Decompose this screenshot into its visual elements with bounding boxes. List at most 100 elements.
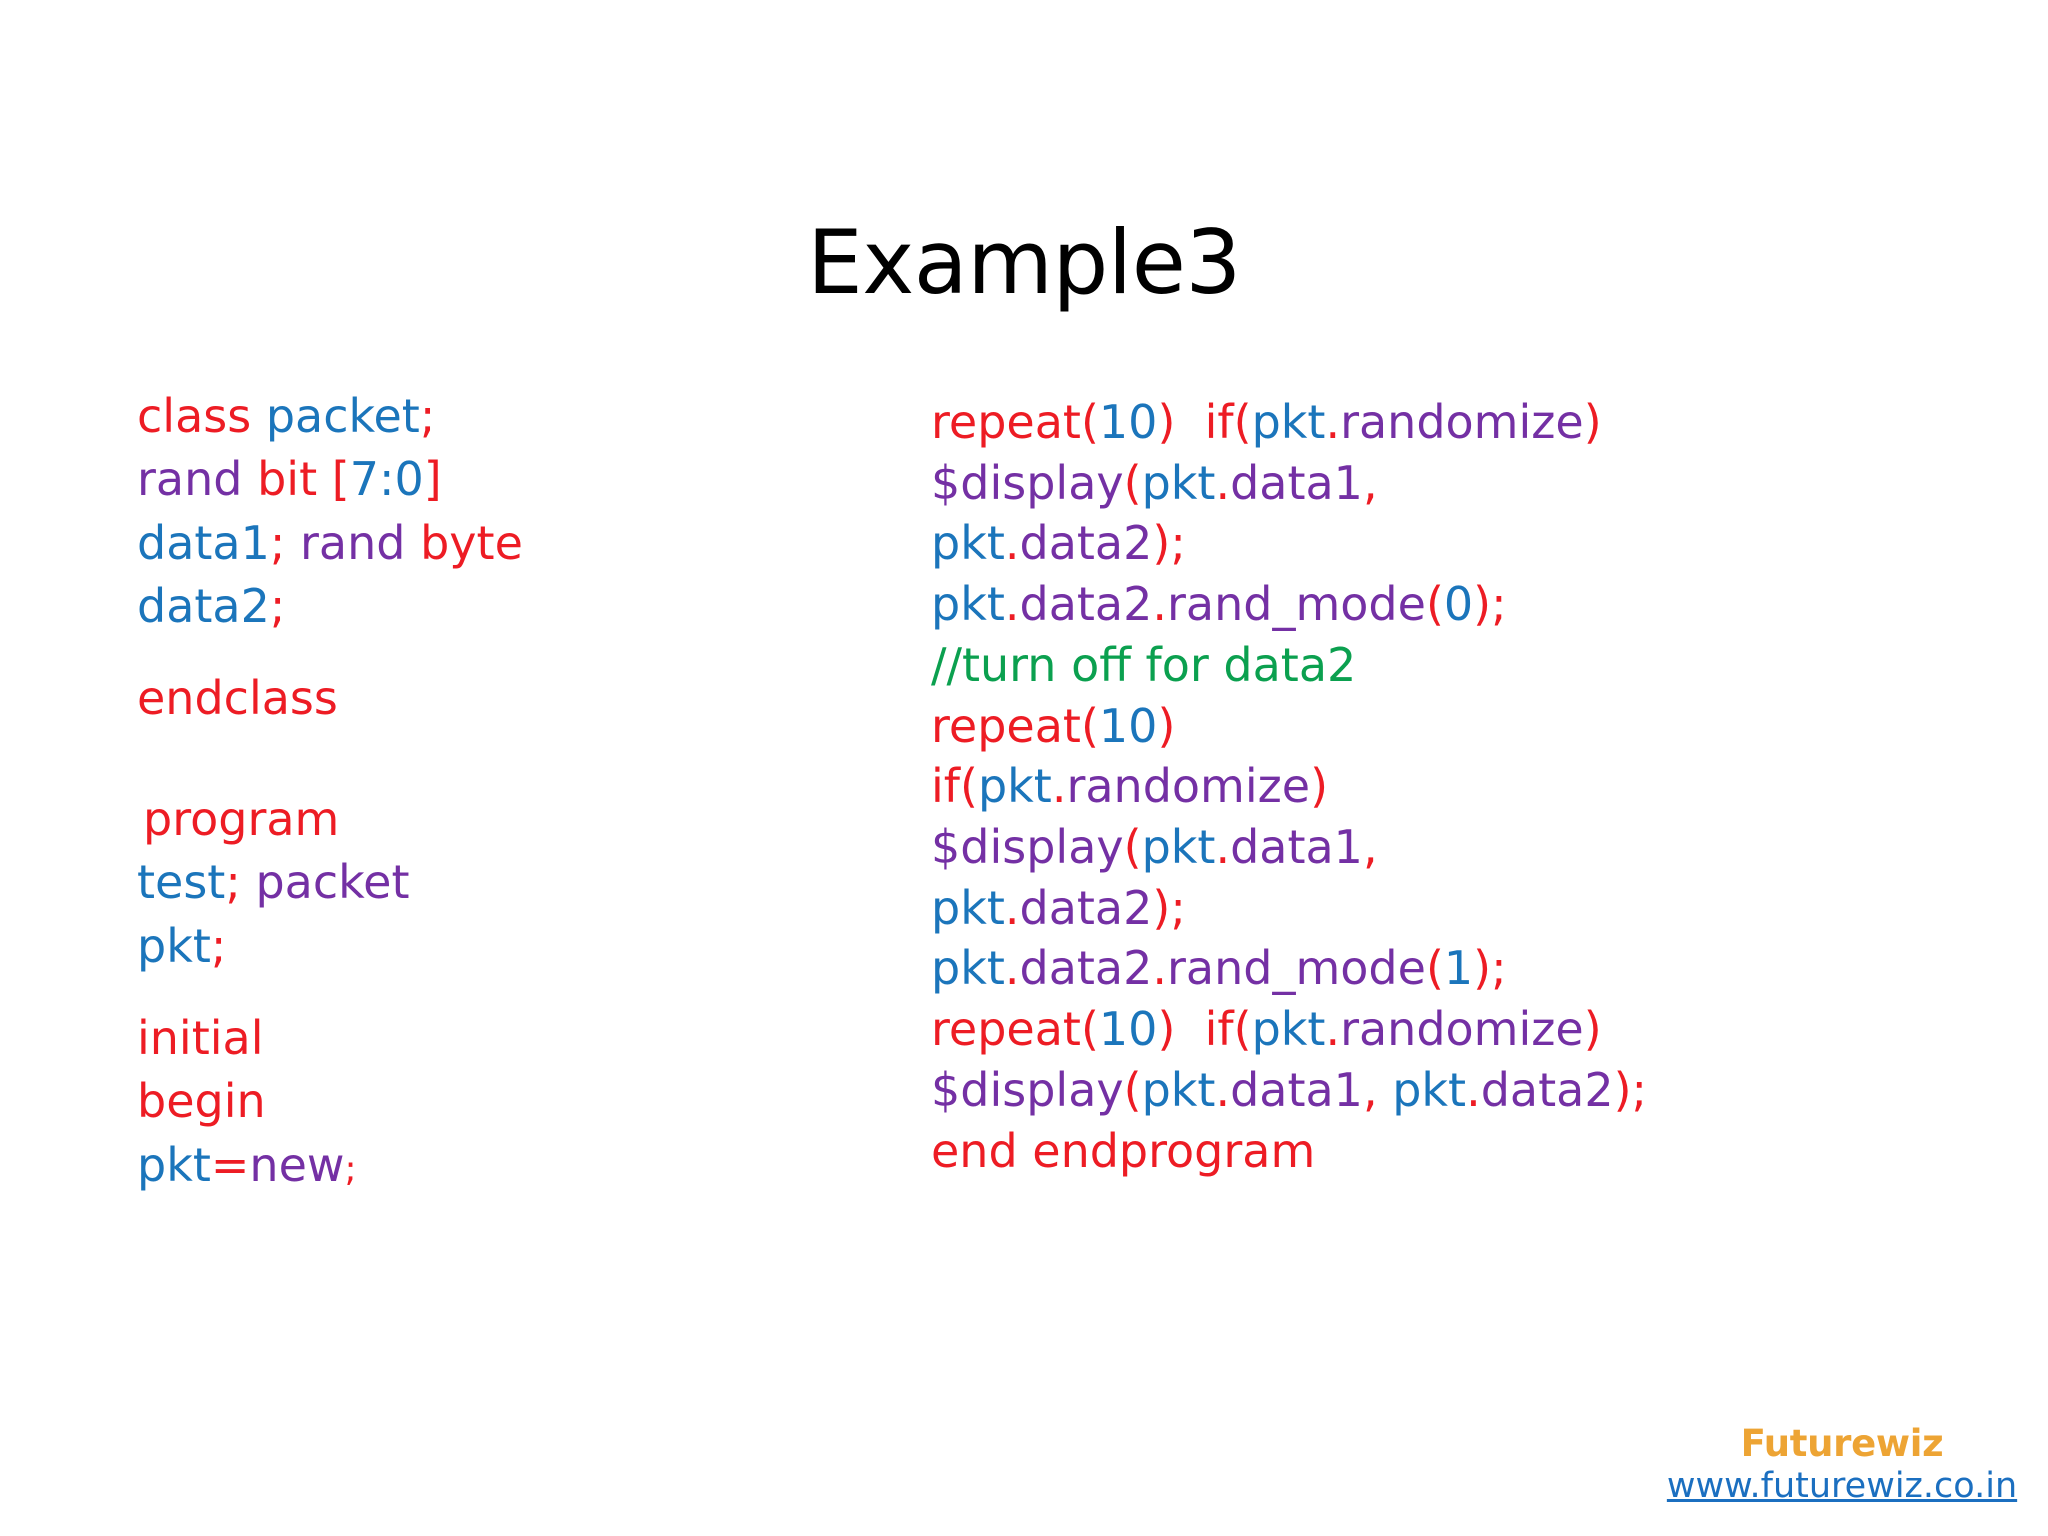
code-token: $display bbox=[931, 820, 1124, 875]
code-token: . bbox=[1004, 516, 1020, 571]
code-token: ( bbox=[1425, 577, 1444, 632]
code-token: ) bbox=[1157, 698, 1176, 753]
code-token: ) bbox=[1152, 880, 1171, 935]
code-token: if bbox=[1204, 1002, 1234, 1057]
page-title: Example3 bbox=[807, 210, 1241, 314]
code-line: rand bit [7:0] bbox=[137, 448, 837, 511]
code-token: ; bbox=[225, 855, 241, 910]
code-token: randomize bbox=[1340, 1002, 1584, 1057]
code-token: program bbox=[143, 791, 340, 846]
code-line: pkt.data2.rand_mode(1); bbox=[931, 938, 1931, 999]
code-token: ) bbox=[1152, 516, 1171, 571]
code-token: randomize bbox=[1066, 759, 1311, 814]
code-line: pkt.data2); bbox=[931, 878, 1931, 939]
code-token: pkt bbox=[977, 759, 1052, 814]
code-token: = bbox=[210, 1137, 250, 1192]
code-token: 7:0 bbox=[349, 452, 424, 507]
code-line: pkt.data2.rand_mode(0); bbox=[931, 574, 1931, 635]
footer-brand: Futurewiz www.futurewiz.co.in bbox=[1636, 1424, 2048, 1505]
code-token: . bbox=[1215, 820, 1231, 875]
code-token: ] bbox=[423, 452, 442, 507]
code-token: pkt bbox=[1251, 1002, 1326, 1057]
code-line: if(pkt.randomize) bbox=[931, 756, 1931, 817]
code-token: ; bbox=[1631, 1062, 1648, 1117]
code-token: . bbox=[1325, 1002, 1341, 1057]
code-token: ) bbox=[1613, 1062, 1632, 1117]
code-token: . bbox=[1004, 941, 1020, 996]
code-token: pkt bbox=[931, 577, 1005, 632]
code-token: ( bbox=[1425, 941, 1444, 996]
code-token: data2 bbox=[1019, 880, 1153, 935]
code-token: pkt bbox=[931, 516, 1005, 571]
code-token: ; bbox=[1491, 941, 1507, 996]
code-line: repeat(10) if(pkt.randomize) bbox=[931, 392, 1931, 453]
code-token: 10 bbox=[1098, 698, 1158, 753]
code-token: $display bbox=[931, 455, 1124, 510]
code-token bbox=[317, 452, 332, 506]
code-token: ; bbox=[1170, 516, 1186, 571]
code-token: ( bbox=[1123, 455, 1142, 510]
code-token: data1 bbox=[1230, 455, 1363, 510]
code-token: repeat bbox=[931, 1002, 1081, 1057]
code-token: byte bbox=[420, 515, 523, 570]
code-token: ; bbox=[344, 1148, 357, 1190]
code-token: . bbox=[1215, 1062, 1231, 1117]
code-token: ( bbox=[1233, 395, 1252, 449]
code-token: data2 bbox=[137, 579, 270, 634]
code-line: //turn off for data2 bbox=[931, 635, 1931, 696]
code-token: if bbox=[1204, 395, 1234, 449]
code-line: pkt; bbox=[137, 915, 837, 978]
code-token: data2 bbox=[1480, 1062, 1614, 1117]
code-line-blank bbox=[137, 639, 837, 668]
code-token: packet bbox=[255, 855, 410, 910]
code-token: ; bbox=[1491, 577, 1507, 632]
code-token: ) bbox=[1157, 1002, 1176, 1057]
code-line: $display(pkt.data1, pkt.data2); bbox=[931, 1060, 1931, 1121]
code-line: end endprogram bbox=[931, 1121, 1931, 1182]
code-line: repeat(10) if(pkt.randomize) bbox=[931, 999, 1931, 1060]
code-line: program bbox=[137, 788, 837, 851]
code-token: pkt bbox=[931, 941, 1005, 996]
code-token: data1 bbox=[137, 515, 270, 570]
code-token: . bbox=[1004, 577, 1020, 632]
code-line: begin bbox=[137, 1070, 837, 1133]
code-token: ( bbox=[959, 759, 978, 814]
code-token: bit bbox=[257, 452, 318, 507]
code-token bbox=[1175, 1002, 1204, 1056]
code-token: . bbox=[1325, 395, 1341, 449]
brand-website-link[interactable]: www.futurewiz.co.in bbox=[1666, 1465, 2018, 1506]
code-line-blank bbox=[137, 759, 837, 788]
code-token bbox=[1175, 395, 1204, 449]
code-token: ( bbox=[1123, 820, 1142, 875]
code-line: pkt.data2); bbox=[931, 513, 1931, 574]
code-token bbox=[285, 516, 300, 570]
code-block-left: class packet;rand bit [7:0]data1; rand b… bbox=[137, 385, 837, 1197]
code-token: ; bbox=[269, 579, 286, 634]
code-token: data2 bbox=[1019, 941, 1153, 996]
code-token: ; bbox=[210, 918, 227, 973]
code-token: packet bbox=[265, 389, 420, 443]
code-token bbox=[241, 855, 256, 909]
code-token: ) bbox=[1583, 1002, 1602, 1057]
code-token: new bbox=[249, 1137, 345, 1192]
code-line-blank bbox=[137, 978, 837, 1007]
code-token bbox=[251, 389, 266, 443]
code-token: ; bbox=[269, 515, 286, 570]
brand-name: Futurewiz bbox=[1740, 1422, 1944, 1465]
code-token: , bbox=[1362, 820, 1378, 875]
code-token: pkt bbox=[931, 880, 1005, 935]
code-line: pkt=new; bbox=[137, 1134, 837, 1197]
code-token: pkt bbox=[1141, 455, 1216, 510]
code-token: if bbox=[931, 759, 960, 814]
code-token: end endprogram bbox=[931, 1123, 1316, 1178]
code-token: data2 bbox=[1019, 516, 1153, 571]
code-line: $display(pkt.data1, bbox=[931, 817, 1931, 878]
code-token: repeat bbox=[931, 395, 1081, 449]
code-token: 10 bbox=[1098, 395, 1158, 449]
code-block-right: repeat(10) if(pkt.randomize)$display(pkt… bbox=[931, 392, 1931, 1181]
code-token: . bbox=[1215, 455, 1231, 510]
code-token: ( bbox=[1233, 1002, 1252, 1057]
code-token: test bbox=[137, 855, 226, 910]
code-line: initial bbox=[137, 1007, 837, 1070]
